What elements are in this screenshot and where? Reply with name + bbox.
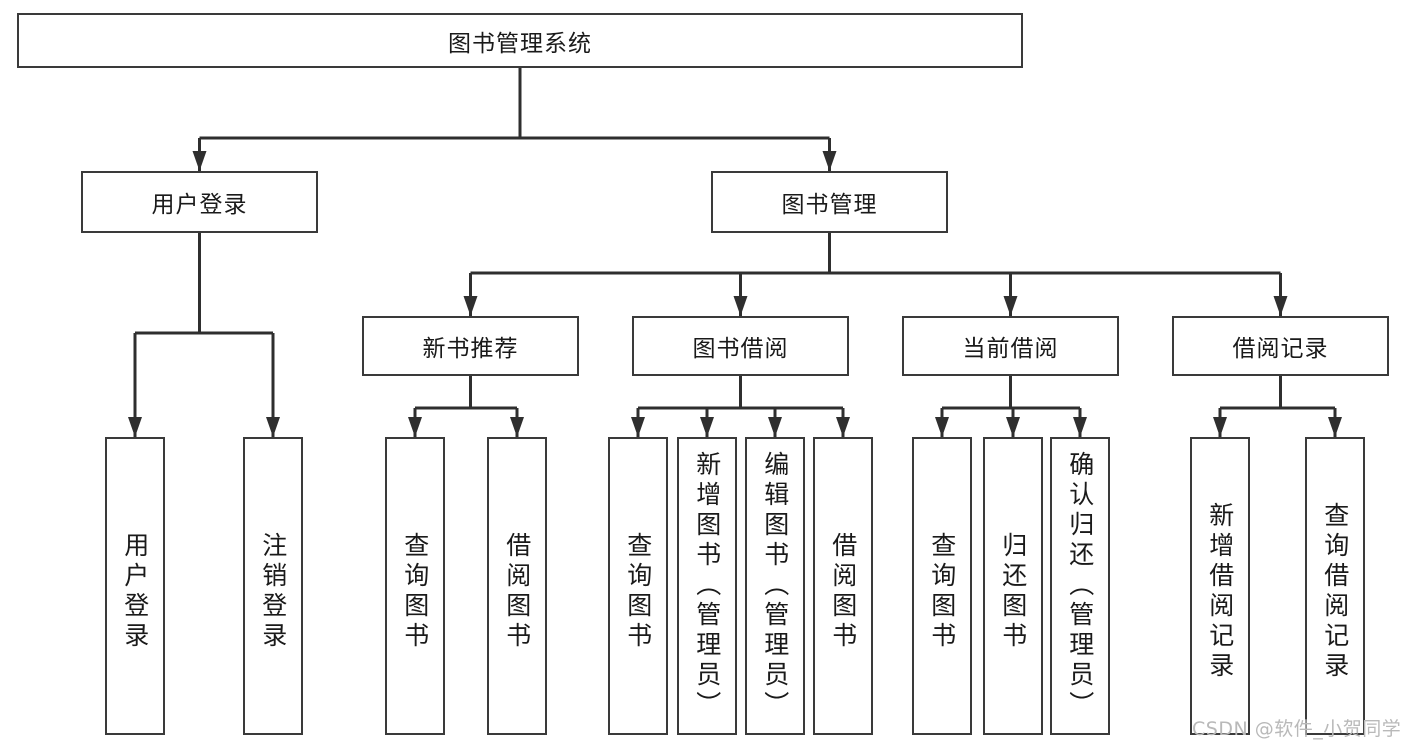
node-label: 归还图书	[998, 532, 1028, 652]
node-label-wrap: 归还图书	[985, 451, 1041, 733]
node-label: 图书管理	[781, 192, 878, 218]
node-label: 确认归还（管理员）	[1065, 451, 1095, 721]
node-leaf-logout[interactable]: 注销登录	[243, 437, 303, 735]
node-leaf-query-book-current[interactable]: 查询图书	[912, 437, 972, 735]
node-label: 当前借阅	[962, 336, 1059, 362]
node-label: 查询图书	[400, 532, 430, 652]
node-label: 注销登录	[258, 532, 288, 652]
node-label-wrap: 注销登录	[245, 451, 301, 733]
node-label: 编辑图书（管理员）	[760, 451, 790, 721]
node-label-wrap: 确认归还（管理员）	[1052, 451, 1108, 721]
node-label: 借阅图书	[828, 532, 858, 652]
node-label-wrap: 借阅图书	[815, 451, 871, 733]
node-label: 借阅记录	[1232, 336, 1329, 362]
node-leaf-confirm-return[interactable]: 确认归还（管理员）	[1050, 437, 1110, 735]
node-book-manage[interactable]: 图书管理	[711, 171, 948, 233]
node-label: 图书借阅	[692, 336, 789, 362]
node-leaf-add-borrow-record[interactable]: 新增借阅记录	[1190, 437, 1250, 735]
node-label-wrap: 新增借阅记录	[1192, 451, 1248, 733]
node-book-borrow[interactable]: 图书借阅	[632, 316, 849, 376]
node-leaf-query-book-recommend[interactable]: 查询图书	[385, 437, 445, 735]
node-current-borrow[interactable]: 当前借阅	[902, 316, 1119, 376]
node-leaf-add-book[interactable]: 新增图书（管理员）	[677, 437, 737, 735]
node-borrow-record[interactable]: 借阅记录	[1172, 316, 1389, 376]
node-label: 查询图书	[623, 532, 653, 652]
node-label: 新增借阅记录	[1205, 502, 1235, 682]
node-label: 图书管理系统	[448, 30, 592, 57]
node-label: 新书推荐	[422, 336, 519, 362]
node-label-wrap: 借阅图书	[489, 451, 545, 733]
node-label: 用户登录	[151, 192, 248, 218]
node-leaf-user-login[interactable]: 用户登录	[105, 437, 165, 735]
node-label-wrap: 查询图书	[387, 451, 443, 733]
node-label-wrap: 查询图书	[610, 451, 666, 733]
watermark: CSDN @软件_小贺同学	[1192, 718, 1402, 740]
node-root[interactable]: 图书管理系统	[17, 13, 1023, 68]
node-label: 新增图书（管理员）	[692, 451, 722, 721]
node-label-wrap: 查询借阅记录	[1307, 451, 1363, 733]
node-label-wrap: 编辑图书（管理员）	[747, 451, 803, 721]
node-leaf-query-book-borrow[interactable]: 查询图书	[608, 437, 668, 735]
node-leaf-edit-book[interactable]: 编辑图书（管理员）	[745, 437, 805, 735]
node-label: 查询图书	[927, 532, 957, 652]
node-user-login[interactable]: 用户登录	[81, 171, 318, 233]
node-leaf-borrow-book-recommend[interactable]: 借阅图书	[487, 437, 547, 735]
node-label: 借阅图书	[502, 532, 532, 652]
node-new-book-recommend[interactable]: 新书推荐	[362, 316, 579, 376]
node-label-wrap: 新增图书（管理员）	[679, 451, 735, 721]
node-leaf-query-borrow-record[interactable]: 查询借阅记录	[1305, 437, 1365, 735]
node-label: 用户登录	[120, 532, 150, 652]
node-label-wrap: 查询图书	[914, 451, 970, 733]
node-label-wrap: 用户登录	[107, 451, 163, 733]
node-label: 查询借阅记录	[1320, 502, 1350, 682]
node-leaf-return-book[interactable]: 归还图书	[983, 437, 1043, 735]
node-leaf-borrow-book[interactable]: 借阅图书	[813, 437, 873, 735]
